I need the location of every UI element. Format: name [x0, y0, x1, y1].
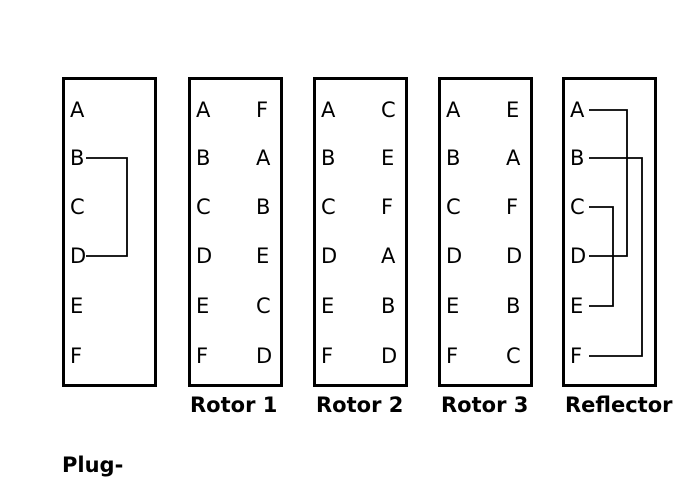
plugboard-letter: D [70, 244, 87, 268]
rotor2-left-letter: A [321, 98, 336, 122]
rotor2-label: Rotor 2 [316, 393, 404, 417]
plugboard-letter: C [70, 195, 85, 219]
rotor1-right-letter: F [256, 98, 269, 122]
rotor2-left-letter: C [321, 195, 336, 219]
reflector-label: Reflector [565, 393, 673, 417]
rotor2-right-letter: B [381, 294, 396, 318]
plugboard-label: Plug- board [62, 390, 131, 480]
rotor3-right-letter: F [506, 195, 519, 219]
rotor2-right-letter: D [381, 344, 398, 368]
rotor2-right-letter: E [381, 146, 395, 170]
rotor2-left-letter: E [321, 294, 335, 318]
rotor2-right-letter: F [381, 195, 394, 219]
rotor3-left-letter: A [446, 98, 461, 122]
rotor2-left-letter: B [321, 146, 336, 170]
rotor1-left-letter: D [196, 244, 213, 268]
reflector-box: A B C D E F [562, 77, 657, 387]
rotor3-right-letter: C [506, 344, 521, 368]
rotor1-left-letter: C [196, 195, 211, 219]
rotor3-right-letter: B [506, 294, 521, 318]
reflector-letter: C [570, 195, 585, 219]
rotor3-right-letter: E [506, 98, 520, 122]
rotor2-box: A B C D E F C E F A B D [313, 77, 408, 387]
rotor2-right-letter: A [381, 244, 396, 268]
rotor3-label: Rotor 3 [441, 393, 529, 417]
rotor3-left-letter: B [446, 146, 461, 170]
rotor3-left-letter: C [446, 195, 461, 219]
rotor3-right-letter: A [506, 146, 521, 170]
plugboard-box: A B C D E F [62, 77, 157, 387]
rotor3-left-letter: D [446, 244, 463, 268]
rotor1-left-letter: A [196, 98, 211, 122]
rotor1-right-letter: A [256, 146, 271, 170]
rotor1-label: Rotor 1 [190, 393, 278, 417]
rotor1-right-letter: B [256, 195, 271, 219]
rotor3-right-letter: D [506, 244, 523, 268]
rotor1-left-letter: E [196, 294, 210, 318]
rotor1-left-letter: F [196, 344, 209, 368]
rotor3-left-letter: E [446, 294, 460, 318]
plugboard-letter: F [70, 344, 83, 368]
rotor1-right-letter: C [256, 294, 271, 318]
reflector-letter: B [570, 146, 585, 170]
rotor3-box: A B C D E F E A F D B C [438, 77, 533, 387]
plugboard-letter: E [70, 294, 84, 318]
plugboard-letter: B [70, 146, 85, 170]
rotor2-left-letter: F [321, 344, 334, 368]
reflector-letter: D [570, 244, 587, 268]
reflector-letter: E [570, 294, 584, 318]
plugboard-letter: A [70, 98, 85, 122]
rotor2-right-letter: C [381, 98, 396, 122]
plugboard-label-line1: Plug- [62, 453, 124, 477]
rotor1-right-letter: D [256, 344, 273, 368]
rotor1-right-letter: E [256, 244, 270, 268]
rotor1-box: A B C D E F F A B E C D [188, 77, 283, 387]
reflector-letter: F [570, 344, 583, 368]
rotor3-left-letter: F [446, 344, 459, 368]
rotor2-left-letter: D [321, 244, 338, 268]
reflector-letter: A [570, 98, 585, 122]
rotor1-left-letter: B [196, 146, 211, 170]
